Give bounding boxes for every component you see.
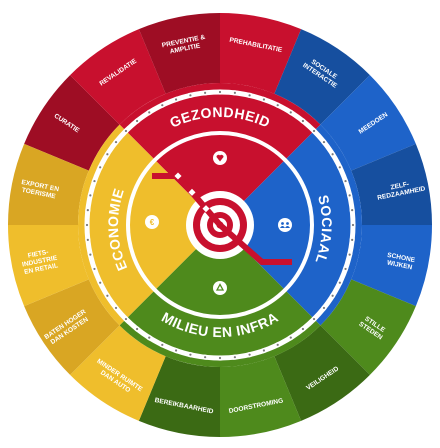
chain-pin <box>218 90 222 94</box>
quadrant-sociaal <box>241 124 362 326</box>
chain-pin <box>93 179 96 183</box>
chain-pin <box>331 294 334 297</box>
chain-pin <box>344 179 347 183</box>
chain-pin <box>322 140 326 144</box>
chain-pin <box>174 98 178 101</box>
chain-pin <box>161 343 164 346</box>
chain-pin <box>276 343 279 346</box>
chain-pin <box>301 327 305 331</box>
chain-pin <box>135 327 139 331</box>
chain-pin <box>93 267 96 271</box>
segment-schone <box>351 225 432 307</box>
chain-pin <box>106 153 109 156</box>
chain-pin <box>338 281 341 284</box>
chain-pin <box>351 223 355 227</box>
chain-pin <box>344 267 347 271</box>
segment-meedoen <box>320 75 416 171</box>
chain-pin <box>351 209 354 212</box>
chain-pin <box>99 281 102 284</box>
chain-pin <box>289 336 292 339</box>
chain-pin <box>89 253 92 256</box>
chain-pin <box>124 317 128 321</box>
segment-minder-ruimte <box>70 325 166 421</box>
chain-pin <box>99 166 102 169</box>
segment-sociale <box>274 29 370 125</box>
chain-pin <box>189 94 192 97</box>
chain-pin <box>248 353 251 356</box>
inner-white-ring <box>126 131 314 319</box>
chain-pin <box>338 166 341 169</box>
recycle-icon <box>213 281 227 295</box>
chain-pin <box>85 223 89 227</box>
segment-label-line: FIETS- <box>27 249 49 260</box>
chain-pin <box>312 317 316 321</box>
chain-pin <box>114 306 118 310</box>
segment-zelfredzaamheid <box>351 143 432 225</box>
chain-pin <box>276 104 279 107</box>
chain-pin <box>135 119 139 123</box>
chain-pin <box>331 153 334 156</box>
segment-bereikbaarheid <box>138 356 220 437</box>
segment-fiets <box>7 225 89 307</box>
inner-quadrant-ring <box>78 82 362 367</box>
svg-text:€: € <box>150 218 155 227</box>
bicycle-chain-ring <box>84 89 356 361</box>
chain-pin <box>189 353 192 356</box>
chain-pin <box>106 294 109 297</box>
route-line <box>152 173 292 265</box>
heartbeat-icon <box>213 151 227 165</box>
segment-doorstroming <box>220 356 302 437</box>
chain-pin <box>89 194 92 197</box>
segment-prehabilitatie <box>220 13 302 94</box>
segment-revalidatie <box>70 29 166 125</box>
chain-pin <box>174 349 178 352</box>
segment-stille <box>320 279 416 375</box>
segment-curatie <box>24 75 120 171</box>
chain-pin <box>114 140 118 144</box>
segment-baten <box>24 279 120 375</box>
chain-pin <box>148 111 151 114</box>
people-icon <box>278 218 292 232</box>
checkered-flag-path <box>174 172 217 221</box>
center-target <box>152 172 292 265</box>
chain-pin <box>262 349 266 352</box>
chain-pin <box>248 94 251 97</box>
chain-pin <box>161 104 164 107</box>
chain-pin <box>124 129 128 133</box>
white-divider-ring <box>126 131 314 319</box>
chain-pin <box>348 194 351 197</box>
chain-pin <box>351 238 354 241</box>
chain-pin <box>233 356 236 359</box>
chain-pin <box>204 91 207 94</box>
chain-pin <box>301 119 305 123</box>
chain-pin <box>148 336 151 339</box>
segment-export <box>8 143 89 225</box>
segment-preventie <box>138 13 220 94</box>
chain-pin <box>289 111 292 114</box>
chain-pin <box>322 306 326 310</box>
chain-pin <box>218 356 222 360</box>
segment-label-line: ZELF- <box>390 181 410 192</box>
chain-pin <box>86 209 89 212</box>
chain-pin <box>86 238 89 241</box>
euro-icon: € <box>145 215 159 229</box>
outer-segment-ring <box>7 13 432 437</box>
chain-pin <box>204 356 207 359</box>
chain-pin <box>312 129 316 133</box>
chain-pin <box>233 91 236 94</box>
chain-pin <box>262 98 266 101</box>
segment-label-line: WIJKEN <box>386 259 413 271</box>
chain-pin <box>348 253 351 256</box>
quadrant-milieu <box>119 246 321 367</box>
segment-veiligheid <box>274 325 370 421</box>
